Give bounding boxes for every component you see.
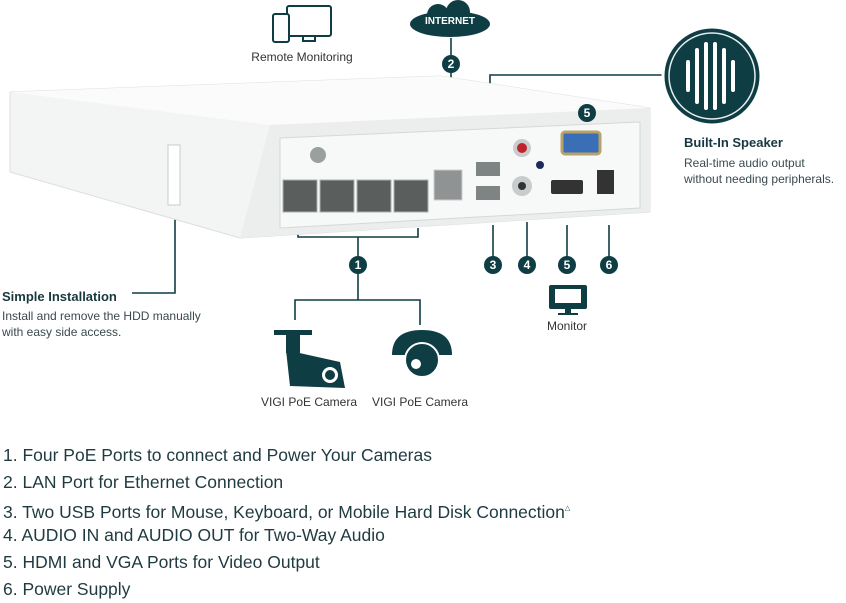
- feature-item: 2. LAN Port for Ethernet Connection: [3, 471, 284, 492]
- hdd-slot: [167, 144, 181, 206]
- speaker-callout: Built-In Speaker Real-time audio output …: [684, 135, 834, 187]
- internet-label: INTERNET: [425, 16, 475, 27]
- lan-port: [433, 169, 463, 201]
- feature-item: 6. Power Supply: [3, 578, 131, 599]
- camera-label-dome: VIGI PoE Camera: [371, 395, 469, 409]
- badge-4: 4: [518, 256, 536, 274]
- remote-monitoring-icon: [272, 5, 332, 43]
- feature-item: 5. HDMI and VGA Ports for Video Output: [3, 552, 320, 573]
- speaker-title: Built-In Speaker: [684, 135, 783, 150]
- vga-port: [560, 130, 602, 156]
- usb-port-2: [476, 186, 500, 200]
- monitor-label: Monitor: [546, 319, 588, 333]
- feature-item: 4. AUDIO IN and AUDIO OUT for Two-Way Au…: [3, 525, 385, 546]
- dome-camera-icon: [392, 330, 452, 378]
- badge-2: 2: [442, 55, 460, 73]
- audio-in-port: [517, 143, 527, 153]
- badge-3: 3: [484, 256, 502, 274]
- monitor-icon: [549, 285, 587, 315]
- badge-1: 1: [349, 256, 367, 274]
- audio-out-port: [518, 182, 526, 190]
- badge-5-vga: 5: [578, 104, 596, 122]
- poe-ports: [282, 179, 429, 213]
- internet-cloud-icon: [410, 0, 490, 37]
- hdmi-port: [551, 180, 583, 194]
- installation-desc-1: Install and remove the HDD manually: [2, 309, 201, 323]
- ground-screw: [310, 147, 326, 163]
- installation-desc-2: with easy side access.: [2, 325, 122, 339]
- speaker-grille-icon: [661, 25, 763, 127]
- power-port: [597, 170, 614, 194]
- camera-label-bullet: VIGI PoE Camera: [260, 395, 358, 409]
- bullet-camera-icon: [274, 330, 345, 388]
- remote-monitoring-label: Remote Monitoring: [251, 50, 353, 64]
- installation-callout: Simple Installation Install and remove t…: [2, 289, 201, 340]
- badge-6: 6: [600, 256, 618, 274]
- feature-text: 3. Two USB Ports for Mouse, Keyboard, or…: [3, 501, 565, 522]
- feature-item: 3. Two USB Ports for Mouse, Keyboard, or…: [3, 496, 570, 523]
- nvr-device: [9, 75, 651, 239]
- feature-list: 1. Four PoE Ports to connect and Power Y…: [3, 442, 570, 603]
- installation-title: Simple Installation: [2, 289, 117, 304]
- feature-item: 1. Four PoE Ports to connect and Power Y…: [3, 445, 432, 465]
- footnote-mark: △: [564, 504, 571, 512]
- badge-5: 5: [558, 256, 576, 274]
- usb-port-1: [476, 162, 500, 176]
- speaker-desc-2: without needing peripherals.: [684, 172, 835, 186]
- speaker-desc-1: Real-time audio output: [684, 156, 805, 170]
